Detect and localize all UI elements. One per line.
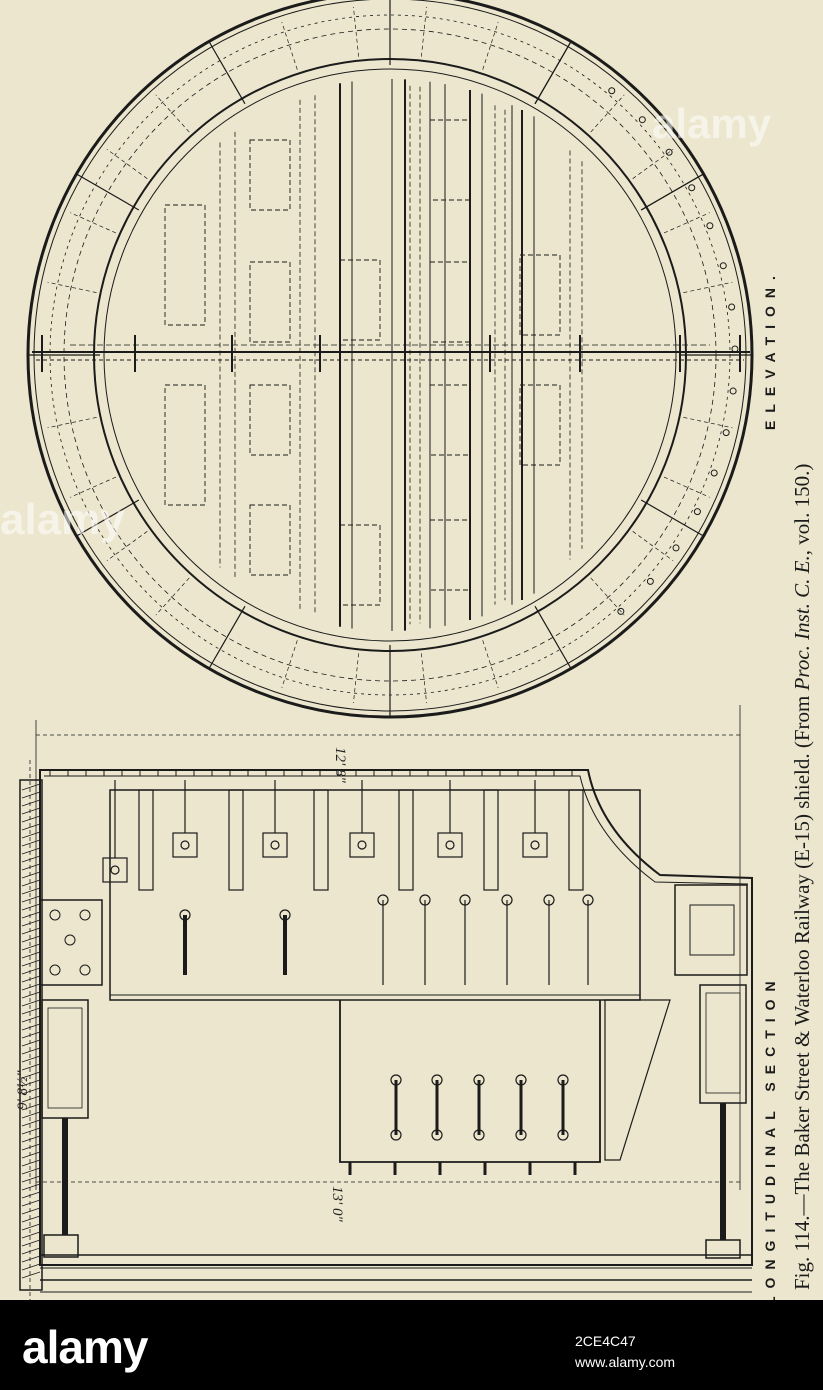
watermark-text-2: alamy bbox=[0, 495, 125, 544]
dimension-upper-length: 12' 8" bbox=[332, 747, 348, 783]
shield-outer-ring bbox=[26, 0, 754, 719]
elevation-view bbox=[26, 0, 754, 719]
caption-text: Fig. 114.—The Baker Street & Waterloo Ra… bbox=[790, 753, 814, 1290]
elevation-label: ELEVATION. bbox=[762, 268, 778, 430]
caption-source-open: (From bbox=[790, 690, 814, 749]
hydraulic-jack-right bbox=[699, 984, 747, 1104]
dimension-lower-length: 13' 0" bbox=[329, 1186, 345, 1222]
shield-inner-ring bbox=[93, 58, 687, 652]
image-id: 2CE4C47 bbox=[575, 1333, 636, 1349]
site-url: www.alamy.com bbox=[575, 1354, 676, 1370]
shield-skin-ring bbox=[33, 0, 747, 712]
caption-source-italic: Proc. Inst. C. E. bbox=[790, 555, 814, 691]
caption-source-close: , vol. 150.) bbox=[790, 463, 814, 556]
watermark-text: alamy bbox=[652, 100, 772, 147]
dimension-diameter: 9' 8½" bbox=[15, 1070, 31, 1110]
stock-footer-bar bbox=[0, 1300, 823, 1390]
longitudinal-section bbox=[19, 705, 753, 1300]
upper-compartment bbox=[109, 789, 641, 1001]
alamy-logo: alamy bbox=[22, 1321, 148, 1373]
engraving-plate: 12' 8" 13' 0" 9' 8½" ELEVATION. LONGITUD… bbox=[0, 0, 815, 1305]
figure-caption: Fig. 114.—The Baker Street & Waterloo Ra… bbox=[790, 464, 815, 1290]
shield-skin bbox=[39, 769, 753, 1266]
longitudinal-section-label: LONGITUDINAL SECTION bbox=[762, 973, 778, 1305]
shield-inner-ring-2 bbox=[103, 68, 677, 642]
lower-compartment bbox=[339, 1000, 601, 1163]
hydraulic-jack-left bbox=[41, 999, 89, 1119]
shield-drawing bbox=[19, 0, 754, 1300]
